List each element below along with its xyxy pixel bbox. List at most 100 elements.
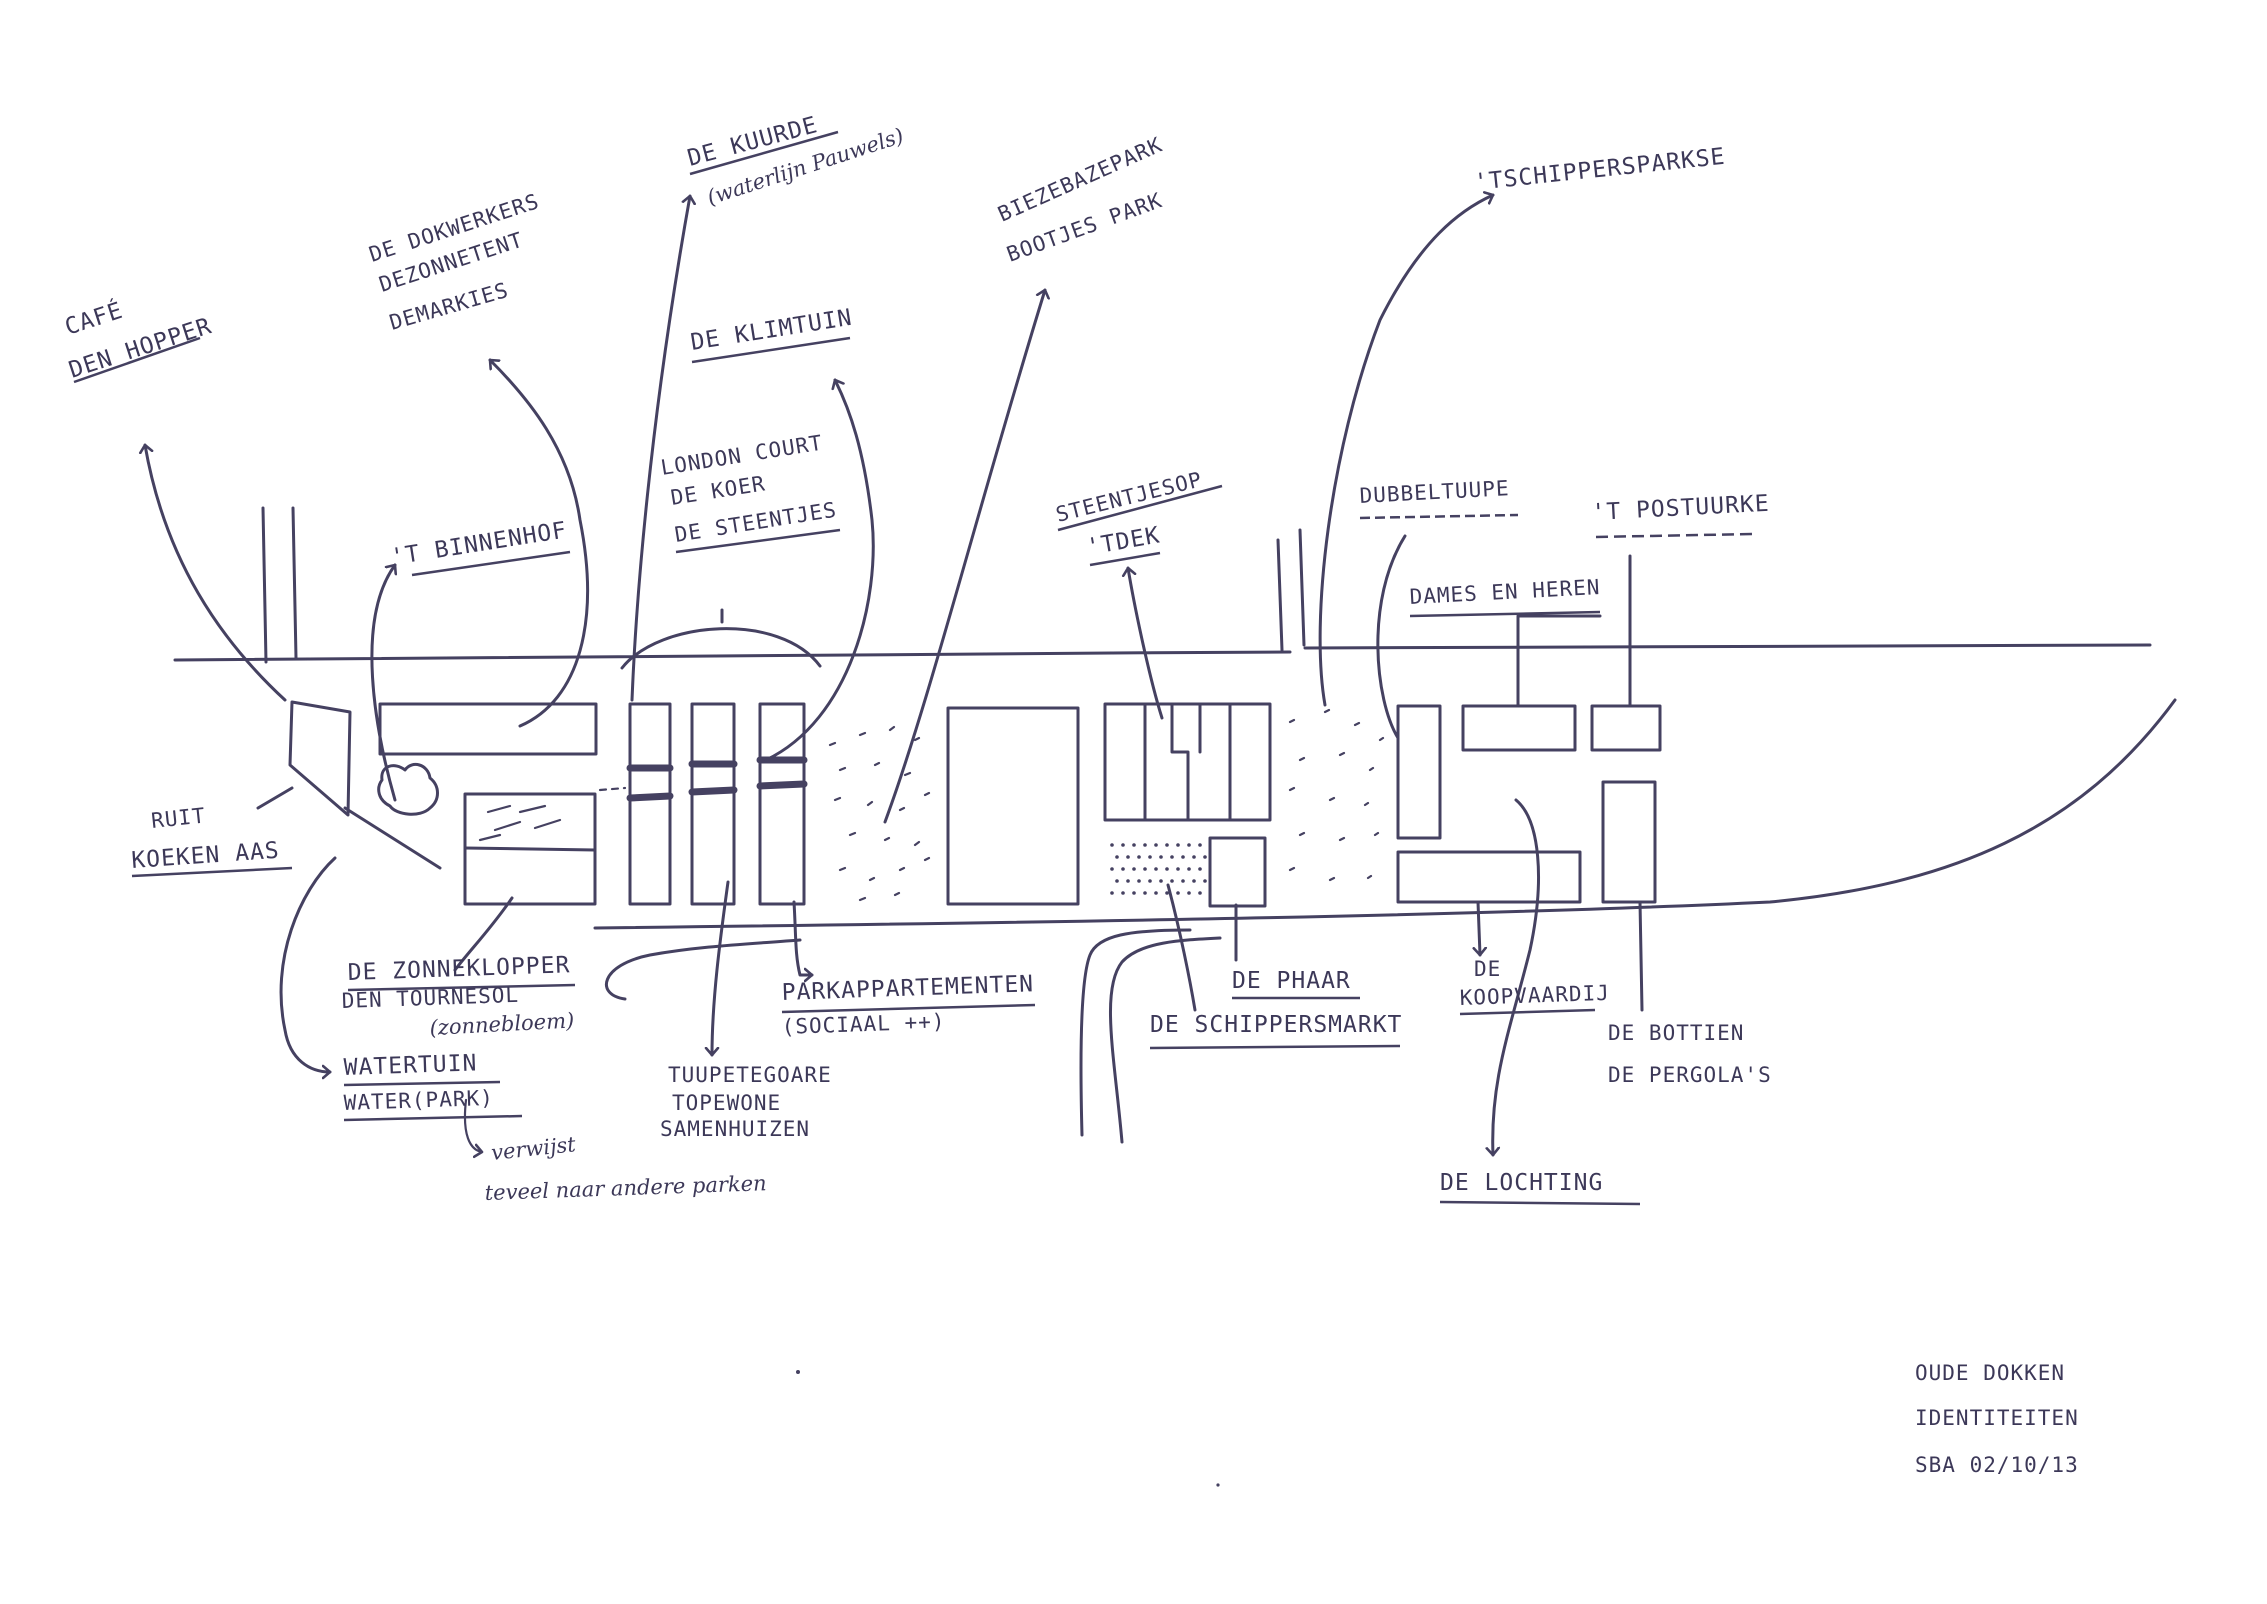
label-dames: DAMES EN HEREN [1409, 575, 1601, 609]
stipple-dot [1121, 891, 1125, 895]
diagonal-street [343, 806, 442, 870]
bar-lc-5 [688, 786, 738, 796]
block-phaar [1208, 836, 1267, 908]
stipple-dot [1176, 843, 1180, 847]
stipple-dot [1187, 891, 1191, 895]
block-lc-2 [690, 702, 736, 906]
block-dek-inner [1170, 702, 1202, 822]
street-left-a [261, 506, 268, 664]
title-line-3: SBA 02/10/13 [1915, 1453, 2079, 1477]
hatch [478, 804, 562, 842]
stipple-dot [1198, 867, 1202, 871]
hook-verwijst [463, 1098, 482, 1152]
stipple-dot [1137, 855, 1141, 859]
stipple-dot [1132, 891, 1136, 895]
stipple-dot [1115, 855, 1119, 859]
label-klimtuin: DE KLIMTUIN [689, 305, 854, 356]
title-line-1: OUDE DOKKEN [1915, 1361, 2065, 1385]
stipple-dot [1148, 879, 1152, 883]
dotted-area-left [828, 725, 931, 902]
label-tuupetegoare-1: TUUPETEGOARE [668, 1063, 832, 1087]
road-curve-left [1079, 928, 1192, 1137]
arrow-biezebaze [883, 288, 1045, 824]
arrow-dokwerkers [488, 358, 589, 728]
dotted-area-mid [1110, 843, 1207, 895]
road-curve-lead-left [605, 938, 802, 1001]
stipple-dot [1181, 879, 1185, 883]
bar-lc-6 [756, 780, 808, 790]
building-zonneklopper-split [463, 846, 597, 852]
speck [1216, 1483, 1220, 1487]
label-park-1: PARKAPPARTEMENTEN [781, 971, 1034, 1006]
label-verwijst-1: verwijst [490, 1132, 577, 1165]
stipple-dot [1187, 843, 1191, 847]
arrow-park [792, 900, 814, 975]
label-koopvaardij-1: DE [1474, 957, 1501, 981]
water-blob [377, 762, 439, 816]
label-tuupetegoare-3: SAMENHUIZEN [660, 1117, 810, 1141]
quay-line-top-right [1303, 643, 2152, 650]
stipple-dot [1176, 867, 1180, 871]
stipple-dot [1192, 855, 1196, 859]
stipple-dot [1165, 867, 1169, 871]
label-london-2: DE KOER [669, 471, 767, 510]
arrow-lochting [1493, 798, 1540, 1157]
label-london-1: LONDON COURT [659, 431, 824, 480]
label-bottien-2: DE PERGOLA'S [1608, 1063, 1772, 1087]
stipple-dot [1203, 855, 1207, 859]
block-dames [1461, 704, 1577, 752]
stipple-dot [1165, 891, 1169, 895]
arrow-schipperspark [1318, 195, 1495, 707]
quay-line-bottom [593, 698, 2177, 930]
stipple-dot [1126, 855, 1130, 859]
label-watertuin-1: WATERTUIN [343, 1050, 477, 1081]
building-diamond [288, 700, 352, 817]
stipple-dot [1126, 879, 1130, 883]
dotted-area-right [1288, 708, 1385, 882]
stipple-dot [1198, 843, 1202, 847]
leader-ruit [256, 786, 294, 810]
stipple-dot [1159, 855, 1163, 859]
arrow-dek [1128, 566, 1164, 720]
bar-lc-4 [626, 792, 674, 802]
stipple-dot [1110, 867, 1114, 871]
quay-line-top-left [173, 650, 1292, 662]
block-dubbeltuupe [1396, 704, 1442, 840]
label-verwijst-2: teveel naar andere parken [484, 1171, 767, 1205]
stipple-dot [1143, 843, 1147, 847]
block-koopvaardij [1396, 850, 1582, 904]
label-tuupetegoare-2: TOPEWONE [672, 1091, 781, 1115]
street-right-b [1298, 528, 1306, 647]
stipple-dot [1198, 891, 1202, 895]
stipple-dot [1187, 867, 1191, 871]
block-lc-3 [758, 702, 806, 906]
arrow-koopvaardij [1478, 900, 1480, 957]
leader-dubbeltuupe [1376, 534, 1407, 740]
label-binnenhof: 'T BINNENHOF [389, 517, 569, 571]
label-cafe-1: CAFÉ [61, 296, 126, 341]
leaders [145, 194, 1644, 1157]
stipple-dot [1121, 867, 1125, 871]
label-schipperspark: 'TSCHIPPERSPARKSE [1473, 144, 1727, 196]
stipple-dot [1110, 891, 1114, 895]
stipple-dot [1170, 855, 1174, 859]
arrow-kuurde [630, 194, 690, 702]
stipple-dot [1159, 879, 1163, 883]
leader-zonneklopper [453, 896, 514, 972]
leader-schippersmarkt [1166, 883, 1197, 1012]
arc-london-court [620, 627, 822, 670]
stipple-dot [1203, 879, 1207, 883]
leader-dames [1516, 614, 1602, 708]
label-zonneklopper-2: DEN TOURNESOL [341, 983, 519, 1013]
stipple-dot [1192, 879, 1196, 883]
stipple-dot [1165, 843, 1169, 847]
label-watertuin-2: WATER(PARK) [343, 1086, 494, 1115]
stipple-dot [1110, 843, 1114, 847]
block-bottien [1601, 780, 1657, 904]
dashed-link [598, 786, 627, 792]
arrow-cafe [145, 443, 287, 702]
label-ruit-1: RUIT [150, 803, 207, 833]
stipple-dot [1154, 867, 1158, 871]
label-park-2: (SOCIAAL ++) [781, 1009, 945, 1039]
